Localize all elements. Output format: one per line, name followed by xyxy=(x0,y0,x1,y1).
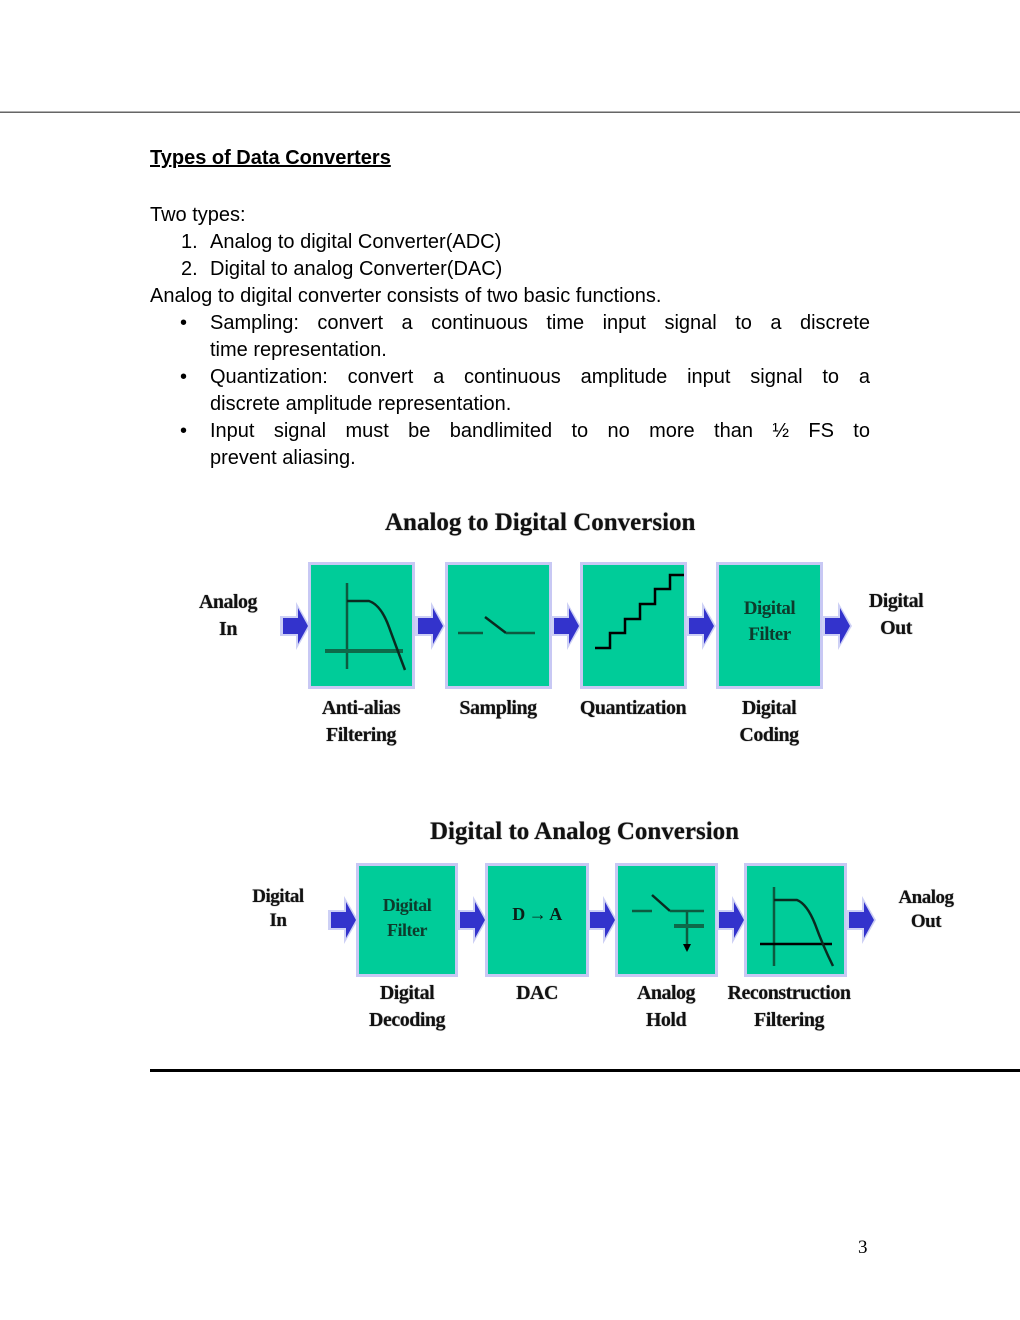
dac-input-label: Digital In xyxy=(252,886,304,931)
adc-caption-sampling: Sampling xyxy=(459,697,537,719)
adc-output-label: Digital Out xyxy=(868,590,924,639)
arrow-right-icon xyxy=(822,598,852,654)
adc-diagram-title: Analog to Digital Conversion xyxy=(385,509,696,536)
adc-input-label: Analog In xyxy=(198,591,258,640)
arrow-right-icon xyxy=(846,892,876,948)
block-inner-label: Digital Filter xyxy=(382,895,432,940)
adc-intro-text: Analog to digital converter consists of … xyxy=(150,285,662,307)
page-number: 3 xyxy=(858,1237,868,1258)
arrow-right-icon xyxy=(686,598,716,654)
header-rule xyxy=(0,111,1020,113)
intro-text: Two types: xyxy=(150,204,246,226)
type-label-adc: Analog to digital Converter(ADC) xyxy=(210,231,502,253)
staircase-icon xyxy=(583,565,684,686)
type-number-1: 1. xyxy=(181,231,198,253)
adc-block-quantization xyxy=(580,562,687,689)
dac-caption-dac: DAC xyxy=(516,982,558,1004)
sample-hold-icon xyxy=(618,866,715,974)
type-number-2: 2. xyxy=(181,258,198,280)
arrow-right-icon xyxy=(716,892,746,948)
bullet-quantization-line2: discrete amplitude representation. xyxy=(210,393,512,415)
bullet-bandlimit-line2: prevent aliasing. xyxy=(210,447,356,469)
bullet-sampling-line1: Sampling: convert a continuous time inpu… xyxy=(210,312,870,334)
dac-caption-digital-decoding: Digital Decoding xyxy=(369,982,446,1031)
lowpass-filter-icon xyxy=(747,866,844,974)
dac-block-digital-filter: Digital Filter xyxy=(356,863,458,977)
arrow-right-icon xyxy=(457,892,487,948)
adc-block-digital-filter: Digital Filter xyxy=(716,562,823,689)
bullet-glyph: • xyxy=(180,366,188,388)
type-label-dac: Digital to analog Converter(DAC) xyxy=(210,258,503,280)
adc-caption-anti-alias: Anti-alias Filtering xyxy=(321,697,401,746)
arrow-right-icon xyxy=(280,598,310,654)
block-inner-label: D → A xyxy=(512,904,562,924)
block-inner-label: Digital Filter xyxy=(743,598,796,645)
adc-block-sampling xyxy=(445,562,552,689)
dac-caption-analog-hold: Analog Hold xyxy=(636,982,696,1031)
dac-output-label: Analog Out xyxy=(898,887,954,932)
bullet-bandlimit-line1: Input signal must be bandlimited to no m… xyxy=(210,420,870,442)
footer-rule xyxy=(150,1069,1020,1072)
bullet-sampling-line2: time representation. xyxy=(210,339,387,361)
lowpass-filter-icon xyxy=(311,565,412,686)
bullet-quantization-line1: Quantization: convert a continuous ampli… xyxy=(210,366,870,388)
adc-block-anti-alias-filter xyxy=(308,562,415,689)
page-heading: Types of Data Converters xyxy=(150,147,391,169)
arrow-right-icon xyxy=(551,598,581,654)
dac-block-analog-hold xyxy=(615,863,718,977)
dac-diagram-title: Digital to Analog Conversion xyxy=(430,818,740,845)
dac-block-reconstruction-filter xyxy=(744,863,847,977)
adc-caption-quantization: Quantization xyxy=(579,697,687,719)
arrow-right-icon xyxy=(415,598,445,654)
dac-caption-reconstruction: Reconstruction Filtering xyxy=(727,982,851,1031)
arrow-right-icon xyxy=(328,892,358,948)
dac-block-dac: D → A xyxy=(485,863,589,977)
switch-icon xyxy=(448,565,549,686)
adc-caption-digital-coding: Digital Coding xyxy=(739,697,799,746)
bullet-glyph: • xyxy=(180,312,188,334)
arrow-right-icon xyxy=(587,892,617,948)
bullet-glyph: • xyxy=(180,420,188,442)
